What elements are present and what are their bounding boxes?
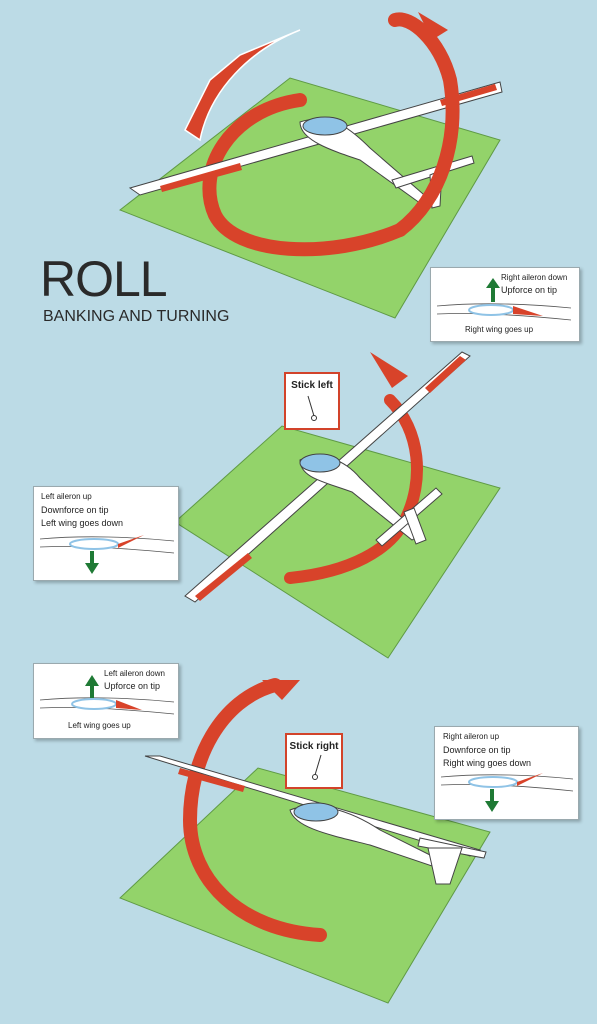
glider-3 [144, 755, 487, 885]
callout-left-aileron-down: Left aileron down Upforce on tip Left wi… [33, 663, 179, 739]
ground-plane-1 [118, 77, 501, 319]
callout-line2: Downforce on tip [41, 505, 109, 515]
roll-arrow-front-1 [388, 12, 460, 237]
page-subtitle: BANKING AND TURNING [43, 308, 230, 325]
callout-line1: Right aileron up [443, 732, 500, 741]
stick-icon [307, 395, 317, 421]
callout-line3: Right wing goes up [465, 325, 534, 334]
up-arrow-icon [486, 278, 500, 288]
callout-line2: Upforce on tip [501, 285, 558, 295]
glider-1 [128, 81, 503, 209]
callout-line2: Downforce on tip [443, 745, 511, 755]
up-arrow-icon [85, 675, 99, 686]
panel-stick-right [119, 678, 491, 1004]
stick-right-indicator: Stick right [285, 733, 343, 789]
callout-line1: Left aileron down [104, 669, 165, 678]
callout-line1: Left aileron up [41, 492, 92, 501]
down-arrow-icon [85, 563, 99, 574]
panel-level [118, 12, 503, 319]
callout-line1: Right aileron down [501, 273, 568, 282]
page-title: ROLL [40, 251, 168, 307]
callout-line3: Right wing goes down [443, 758, 532, 768]
down-arrow-icon [485, 801, 499, 812]
roll-arrow-3 [182, 678, 327, 942]
roll-arrow-head-1 [184, 29, 301, 142]
roll-arrow-back-1 [202, 93, 407, 257]
callout-line2: Upforce on tip [104, 681, 161, 691]
stick-left-indicator: Stick left [284, 372, 340, 430]
callout-right-aileron-up: Right aileron up Downforce on tip Right … [434, 726, 579, 820]
callout-line3: Left wing goes down [41, 518, 124, 528]
airfoil-diagram [436, 278, 572, 321]
airfoil-diagram [440, 773, 574, 812]
glider-2 [184, 351, 471, 603]
stick-left-label: Stick left [291, 380, 333, 391]
callout-line3: Left wing goes up [68, 721, 131, 730]
panel-stick-left [174, 351, 501, 659]
airfoil-diagram [39, 535, 175, 574]
stick-icon [312, 754, 322, 780]
airfoil-diagram [39, 675, 175, 715]
stick-right-label: Stick right [289, 741, 339, 752]
callout-left-aileron-up: Left aileron up Downforce on tip Left wi… [33, 486, 179, 581]
callout-right-aileron-down: Right aileron down Upforce on tip Right … [430, 267, 580, 342]
